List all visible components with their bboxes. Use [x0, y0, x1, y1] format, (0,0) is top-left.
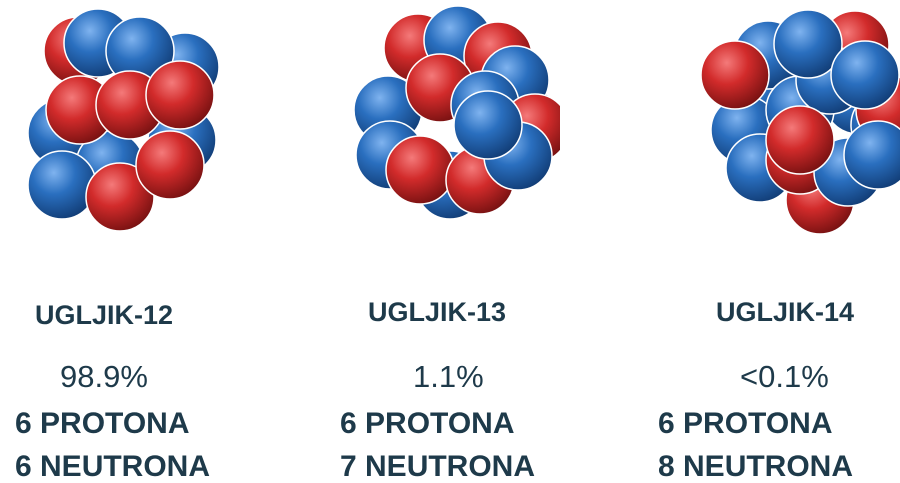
isotope-abundance: <0.1% [740, 359, 829, 394]
proton-count-label: 6 PROTONA [340, 407, 515, 440]
isotope-abundance: 1.1% [413, 359, 484, 394]
neutron-sphere [773, 9, 843, 79]
neutron-sphere [453, 90, 523, 160]
isotope-carbon-13: UGLJIK-13 1.1% 6 PROTONA 7 NEUTRONA [300, 0, 600, 482]
isotope-name: UGLJIK-13 [368, 297, 507, 327]
nucleus-carbon-12 [27, 8, 220, 232]
proton-sphere [145, 60, 215, 130]
neutron-count-label: 6 NEUTRONA [15, 450, 211, 483]
neutron-count-label: 7 NEUTRONA [340, 450, 536, 483]
isotope-name: UGLJIK-12 [35, 300, 174, 330]
nucleus-carbon-14 [700, 9, 900, 235]
proton-sphere [385, 135, 455, 205]
proton-count-label: 6 PROTONA [15, 407, 190, 440]
proton-sphere [700, 40, 770, 110]
neutron-sphere [830, 40, 900, 110]
neutron-sphere [27, 150, 97, 220]
isotope-abundance: 98.9% [60, 359, 148, 394]
nucleus-carbon-13 [353, 5, 560, 220]
proton-count-label: 6 PROTONA [658, 407, 833, 440]
neutron-count-label: 8 NEUTRONA [658, 450, 854, 483]
isotope-carbon-12: UGLJIK-12 98.9% 6 PROTONA 6 NEUTRONA [0, 0, 300, 482]
proton-sphere [765, 105, 835, 175]
proton-sphere [85, 162, 155, 232]
isotope-carbon-14: UGLJIK-14 <0.1% 6 PROTONA 8 NEUTRONA [600, 0, 900, 482]
proton-sphere [135, 130, 205, 200]
isotope-name: UGLJIK-14 [716, 297, 855, 327]
neutron-sphere [843, 120, 900, 190]
